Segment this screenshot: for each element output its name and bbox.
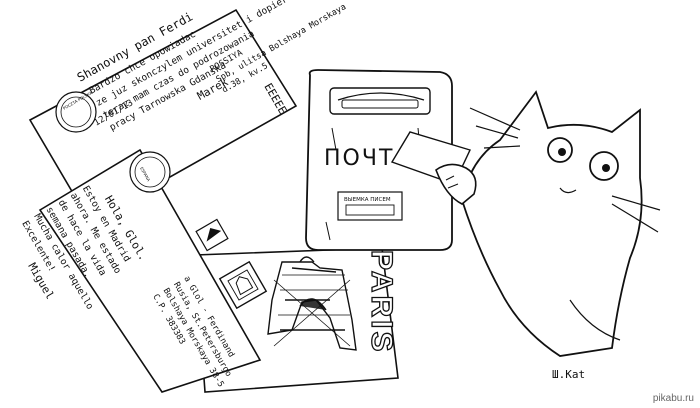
mailbox: ПОЧТ ВЫЕМКА ПИСЕМ [305, 69, 453, 251]
postmark-middle: ESPANA [129, 151, 171, 193]
mailbox-plate: ВЫЕМКА ПИСЕМ [337, 191, 403, 221]
stamp-middle-top [195, 218, 229, 252]
mailbox-label: ПОЧТ [324, 146, 394, 171]
watermark: pikabu.ru [652, 393, 694, 404]
cat-paw-with-letter [390, 131, 477, 205]
eiffel-tower-drawing [267, 256, 357, 351]
postmark-left: POCZTA POLSKA [55, 90, 97, 133]
paris-word: PARIS [365, 250, 398, 354]
svg-text:ВЫЕМКА ПИСЕМ: ВЫЕМКА ПИСЕМ [344, 197, 391, 203]
postcard-left: POCZTA POLSKA 12/01/13 Shanovny pan Ferd… [28, 0, 348, 224]
cat [390, 90, 661, 357]
mail-slot [329, 87, 431, 115]
stamp-middle-bottom [218, 260, 268, 310]
artist-signature: Ш.Каt [552, 368, 585, 381]
